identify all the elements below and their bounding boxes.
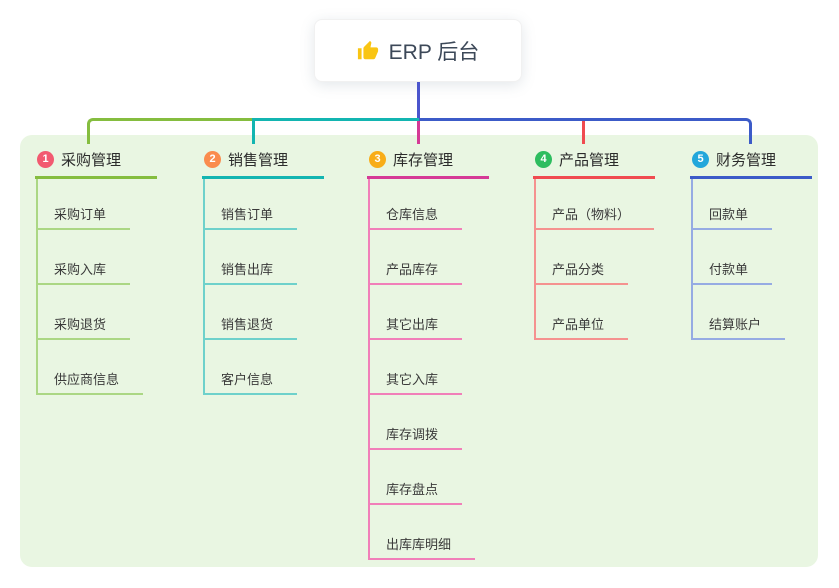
child-node[interactable]: 仓库信息 — [369, 206, 463, 230]
branch-number-badge: 2 — [204, 150, 221, 168]
branch-tree-line — [203, 179, 205, 395]
branches-panel — [20, 135, 818, 567]
branch-title: 采购管理 — [61, 151, 122, 169]
branch-header[interactable]: 1 采购管理 — [35, 149, 157, 179]
child-node[interactable]: 出库库明细 — [369, 536, 476, 560]
branch-tree-line — [691, 179, 693, 340]
child-node[interactable]: 销售退货 — [204, 316, 298, 340]
branch-header[interactable]: 5 财务管理 — [690, 149, 812, 179]
root-node[interactable]: ERP 后台 — [314, 19, 522, 82]
branch-title: 财务管理 — [716, 151, 777, 169]
branch-header[interactable]: 3 库存管理 — [367, 149, 489, 179]
connector-bus-left — [87, 118, 253, 144]
thumbs-up-icon — [357, 40, 379, 62]
branch-header[interactable]: 2 销售管理 — [202, 149, 324, 179]
branch-number-badge: 3 — [369, 150, 386, 168]
connector-bus-right — [419, 118, 752, 144]
branch-tree-line — [36, 179, 38, 395]
child-node[interactable]: 供应商信息 — [37, 371, 144, 395]
connector-drop-4 — [582, 121, 585, 144]
child-node[interactable]: 采购入库 — [37, 261, 131, 285]
child-node[interactable]: 销售出库 — [204, 261, 298, 285]
child-node[interactable]: 回款单 — [692, 206, 773, 230]
child-node[interactable]: 采购订单 — [37, 206, 131, 230]
child-node[interactable]: 产品（物料） — [535, 206, 655, 230]
branch-number-badge: 1 — [37, 150, 54, 168]
child-node[interactable]: 其它入库 — [369, 371, 463, 395]
branch-title: 销售管理 — [228, 151, 289, 169]
child-node[interactable]: 库存调拨 — [369, 426, 463, 450]
child-node[interactable]: 结算账户 — [692, 316, 786, 340]
branch-tree-line — [534, 179, 536, 340]
child-node[interactable]: 采购退货 — [37, 316, 131, 340]
child-node[interactable]: 其它出库 — [369, 316, 463, 340]
child-node[interactable]: 产品库存 — [369, 261, 463, 285]
branch-number-badge: 5 — [692, 150, 709, 168]
child-node[interactable]: 库存盘点 — [369, 481, 463, 505]
child-node[interactable]: 客户信息 — [204, 371, 298, 395]
child-node[interactable]: 付款单 — [692, 261, 773, 285]
branch-title: 库存管理 — [393, 151, 454, 169]
branch-number-badge: 4 — [535, 150, 552, 168]
child-node[interactable]: 销售订单 — [204, 206, 298, 230]
child-node[interactable]: 产品分类 — [535, 261, 629, 285]
branch-header[interactable]: 4 产品管理 — [533, 149, 655, 179]
branch-title: 产品管理 — [559, 151, 620, 169]
connector-drop-3 — [417, 121, 420, 144]
child-node[interactable]: 产品单位 — [535, 316, 629, 340]
branch-tree-line — [368, 179, 370, 560]
connector-bus-middle — [252, 118, 419, 144]
root-node-label: ERP 后台 — [388, 40, 480, 64]
connector-root-stem — [417, 82, 420, 121]
